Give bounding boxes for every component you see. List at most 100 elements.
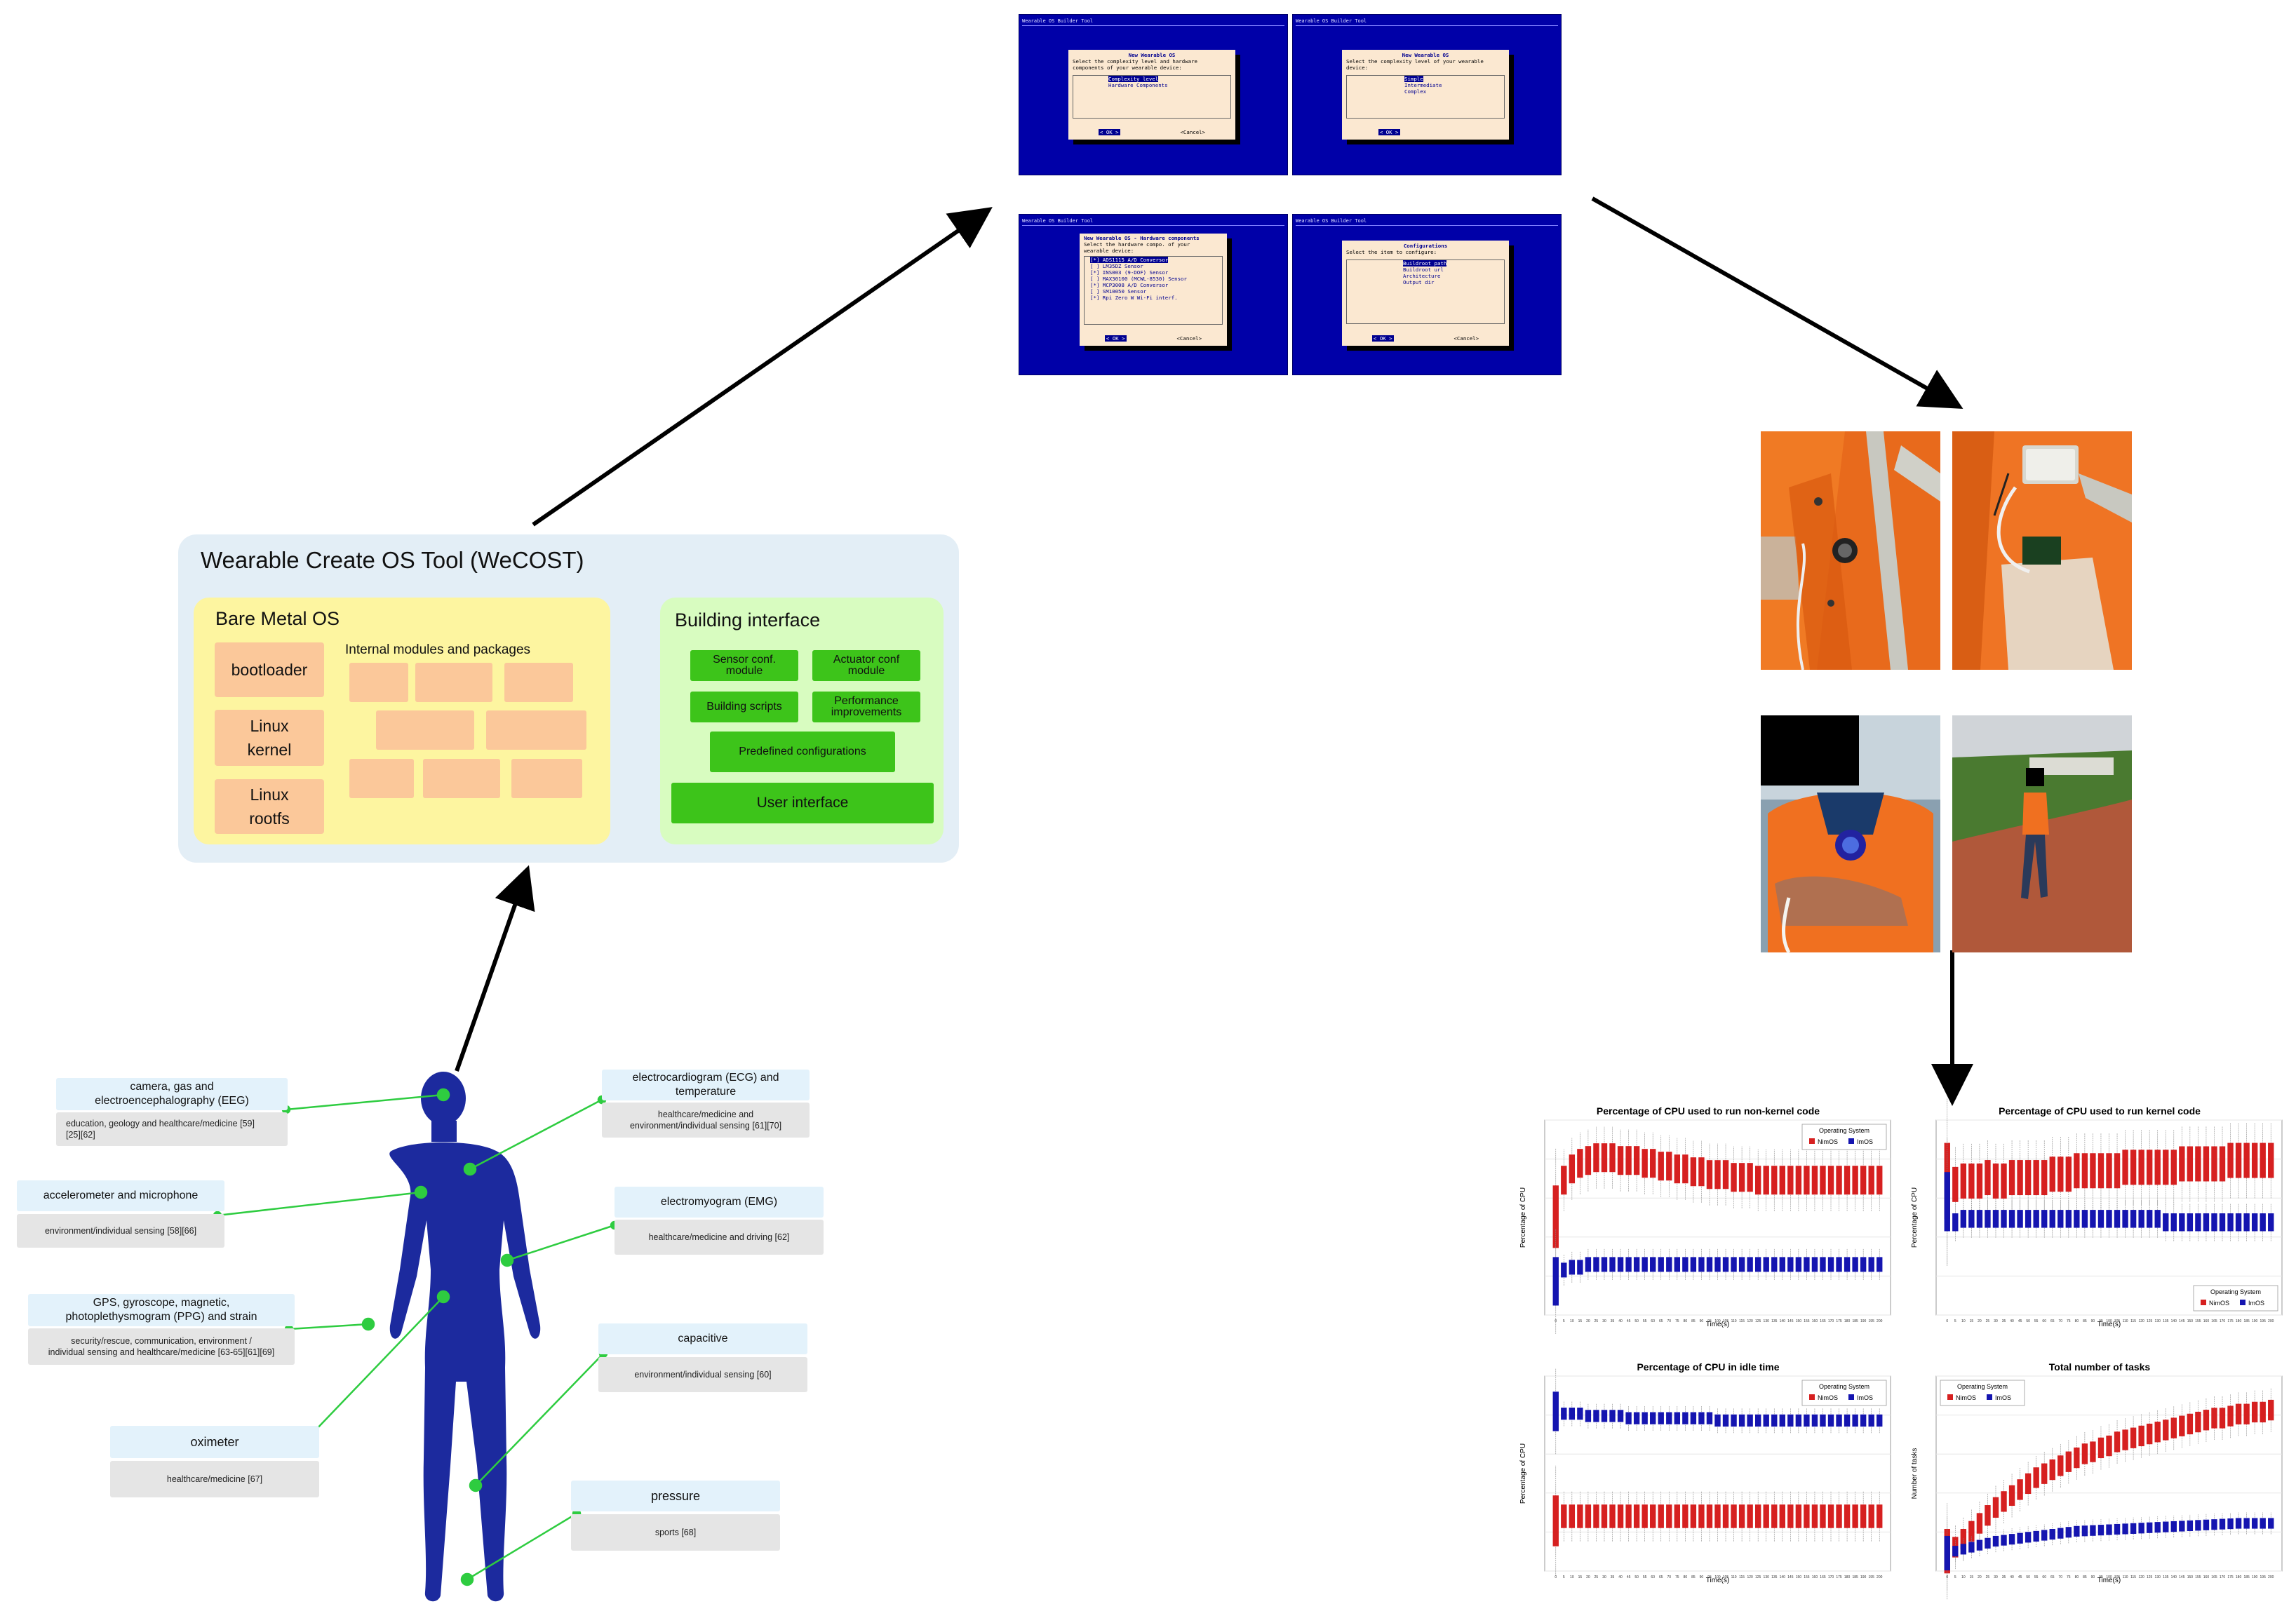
sensor-eeg-desc: education, geology and healthcare/medici… — [56, 1112, 288, 1146]
box-imos — [2090, 1210, 2096, 1228]
ok-button[interactable]: < OK > — [1098, 129, 1120, 135]
box-nimos — [2041, 1160, 2048, 1196]
box-imos — [2203, 1519, 2210, 1530]
x-tick-label: 175 — [1836, 1575, 1842, 1579]
x-tick-label: 140 — [2171, 1575, 2177, 1579]
menu-item[interactable]: [*] ADS1115 A/D Conversor — [1090, 257, 1169, 263]
box-imos — [1585, 1257, 1592, 1272]
box-nimos — [1844, 1504, 1851, 1528]
menu-item[interactable]: Architecture — [1403, 273, 1441, 279]
cancel-button[interactable]: <Cancel> — [1176, 335, 1202, 342]
box-imos — [1754, 1414, 1761, 1427]
box-imos — [1811, 1257, 1818, 1272]
x-tick-label: 150 — [2187, 1319, 2194, 1323]
x-tick-label: 195 — [2260, 1575, 2267, 1579]
box-imos — [2251, 1518, 2258, 1529]
x-tick-label: 195 — [1869, 1575, 1875, 1579]
box-nimos — [1868, 1504, 1874, 1528]
dialog-title: New Wearable OS - Hardware components — [1084, 235, 1200, 241]
building-scripts-module: Building scripts — [690, 692, 798, 722]
box-imos — [1738, 1414, 1745, 1427]
menu-item[interactable]: Complexity level — [1108, 76, 1159, 82]
x-tick-label: 45 — [1627, 1319, 1631, 1323]
x-tick-label: 200 — [2268, 1319, 2274, 1323]
sensor-pressure-title: pressure — [571, 1481, 780, 1511]
x-tick-label: 25 — [1595, 1575, 1599, 1579]
menu-item[interactable]: [ ] SM10050 Sensor — [1090, 288, 1147, 295]
box-imos — [1820, 1257, 1826, 1272]
y-axis-label: Percentage of CPU — [1519, 1443, 1527, 1504]
menu-item[interactable]: Simple — [1404, 76, 1423, 82]
x-axis-label: Time(s) — [2097, 1577, 2121, 1584]
box-imos — [2025, 1532, 2032, 1543]
x-tick-label: 130 — [2155, 1575, 2161, 1579]
menu-item[interactable]: [*] Rpi Zero W Wi-Fi interf. — [1090, 295, 1178, 301]
terminal-title-bar: Wearable OS Builder Tool — [1022, 18, 1284, 26]
chart-title: Total number of tasks — [2049, 1361, 2151, 1373]
dialog-menu: Buildroot path Buildroot url Architectur… — [1346, 259, 1505, 324]
x-tick-label: 195 — [1869, 1319, 1875, 1323]
box-nimos — [2130, 1427, 2137, 1448]
box-nimos — [2074, 1447, 2080, 1469]
box-imos — [1952, 1546, 1959, 1557]
menu-item[interactable]: Intermediate — [1404, 82, 1442, 88]
x-tick-label: 65 — [2050, 1319, 2055, 1323]
box-imos — [1795, 1414, 1802, 1427]
dialog-buttons: < OK > — [1342, 129, 1509, 135]
box-nimos — [1585, 1504, 1592, 1528]
x-tick-label: 90 — [2091, 1575, 2095, 1579]
linux-rootfs-label: Linux rootfs — [249, 786, 290, 828]
menu-item[interactable]: Output dir — [1403, 279, 1435, 285]
box-imos — [1714, 1257, 1721, 1272]
box-imos — [1771, 1414, 1778, 1427]
x-tick-label: 55 — [2034, 1319, 2039, 1323]
x-tick-label: 100 — [2106, 1319, 2112, 1323]
cancel-button[interactable]: <Cancel> — [1454, 335, 1479, 342]
box-nimos — [2065, 1157, 2072, 1192]
y-axis-label: Percentage of CPU — [1911, 1187, 1919, 1248]
arrow-wecost-to-terminals — [532, 207, 993, 527]
menu-item[interactable]: Buildroot url — [1403, 267, 1444, 273]
x-tick-label: 15 — [1578, 1575, 1583, 1579]
box-nimos — [1690, 1504, 1697, 1528]
box-imos — [2146, 1522, 2153, 1533]
box-imos — [1561, 1262, 1567, 1278]
box-imos — [2065, 1527, 2072, 1538]
x-tick-label: 165 — [1820, 1575, 1826, 1579]
box-nimos — [1625, 1504, 1632, 1528]
x-tick-label: 5 — [1954, 1319, 1956, 1323]
box-nimos — [1561, 1504, 1567, 1528]
x-tick-label: 50 — [1634, 1319, 1639, 1323]
x-tick-label: 145 — [2179, 1575, 2185, 1579]
module-block — [349, 759, 414, 798]
menu-item[interactable]: [*] INS003 (9-DOF) Sensor — [1090, 269, 1169, 276]
menu-item[interactable]: Complex — [1404, 88, 1427, 95]
cancel-button[interactable]: <Cancel> — [1180, 129, 1206, 135]
dialog-subtitle: Select the hardware compo. of your weara… — [1084, 241, 1190, 254]
sensor-conf-module: Sensor conf. module — [690, 650, 798, 681]
dialog-menu: Complexity level Hardware Components — [1073, 75, 1231, 119]
box-nimos — [1552, 1495, 1559, 1546]
box-imos — [1747, 1414, 1753, 1427]
menu-item[interactable]: [ ] MAX30100 (MCWL-8530) Sensor — [1090, 276, 1187, 282]
x-tick-label: 60 — [1651, 1319, 1655, 1323]
x-tick-label: 50 — [2026, 1575, 2030, 1579]
box-nimos — [1698, 1157, 1705, 1187]
box-imos — [1763, 1414, 1769, 1427]
box-imos — [1960, 1544, 1967, 1555]
x-tick-label: 35 — [1611, 1319, 1615, 1323]
box-imos — [1860, 1414, 1867, 1427]
ok-button[interactable]: < OK > — [1104, 335, 1127, 342]
box-nimos — [1763, 1504, 1769, 1528]
menu-item[interactable]: [*] MCP3008 A/D Conversor — [1090, 282, 1169, 288]
ok-button[interactable]: < OK > — [1371, 335, 1394, 342]
x-tick-label: 130 — [2155, 1319, 2161, 1323]
x-tick-label: 70 — [2058, 1575, 2062, 1579]
menu-item[interactable]: Hardware Components — [1108, 82, 1168, 88]
ok-button[interactable]: < OK > — [1378, 129, 1400, 135]
box-imos — [2170, 1521, 2177, 1532]
box-imos — [2017, 1210, 2023, 1228]
box-imos — [2179, 1213, 2185, 1232]
menu-item[interactable]: [ ] LM35DZ Sensor — [1090, 263, 1143, 269]
menu-item[interactable]: Buildroot path — [1403, 260, 1447, 267]
